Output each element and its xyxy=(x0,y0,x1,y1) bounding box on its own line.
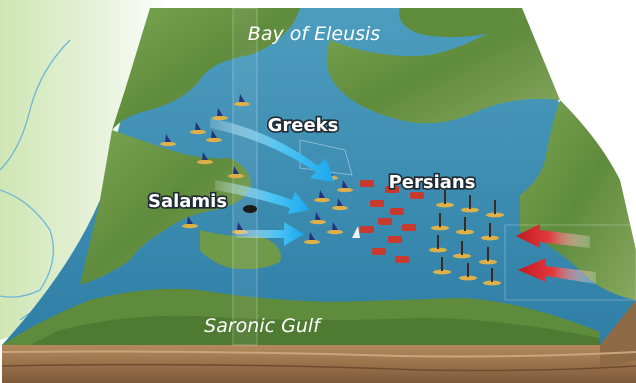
soil-strata xyxy=(1,350,636,358)
saronic-gulf-label: Saronic Gulf xyxy=(204,315,323,337)
land-north-mainland xyxy=(326,8,560,124)
persian-fleet xyxy=(352,180,504,286)
inset-coastline xyxy=(0,39,71,171)
salamis-label: Salamis xyxy=(148,191,227,212)
salamis-south-land xyxy=(200,230,281,270)
greek-arrow-south xyxy=(235,222,304,246)
guide-box-2 xyxy=(504,224,636,301)
bay-of-eleusis-label: Bay of Eleusis xyxy=(248,23,381,45)
salamis-town-marker xyxy=(243,205,257,213)
persians-label: Persians xyxy=(389,172,476,193)
terrain-block-front xyxy=(2,345,636,383)
greek-arrow-north xyxy=(210,118,334,182)
persian-arrow-lower xyxy=(518,258,596,284)
persian-arrow-upper xyxy=(516,224,590,248)
land-south-shadow xyxy=(30,315,600,345)
land-attica xyxy=(520,100,636,300)
land-northwest xyxy=(112,8,300,130)
inset-river xyxy=(0,189,54,298)
soil-strata-2 xyxy=(1,363,636,372)
greek-fleet xyxy=(160,94,353,245)
greek-arrow-middle xyxy=(215,180,310,214)
greeks-label: Greeks xyxy=(268,115,339,136)
salamis-island xyxy=(80,130,251,285)
land-north-strip xyxy=(399,8,522,38)
sinking-ship xyxy=(352,226,360,238)
